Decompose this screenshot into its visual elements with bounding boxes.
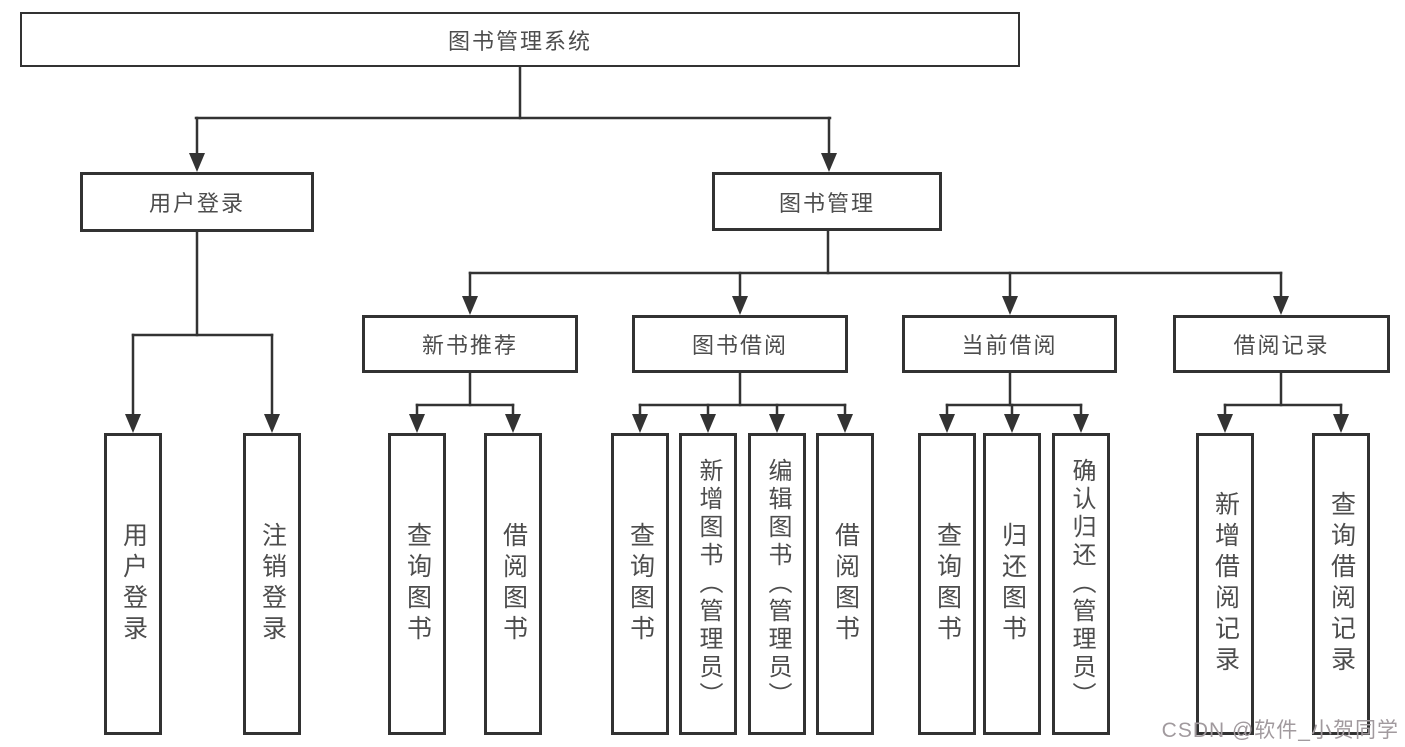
node-label: 注销登录 bbox=[258, 522, 287, 646]
node-label: 归还图书 bbox=[998, 522, 1027, 646]
node-label: 查询图书 bbox=[626, 522, 655, 646]
arrowhead-icon bbox=[1217, 414, 1233, 433]
arrowhead-icon bbox=[837, 414, 853, 433]
node-label: 用户登录 bbox=[119, 522, 148, 646]
arrowhead-icon bbox=[939, 414, 955, 433]
arrowhead-icon bbox=[462, 296, 478, 315]
arrowhead-icon bbox=[264, 414, 280, 433]
arrowhead-icon bbox=[189, 153, 205, 172]
node-label: 确认归还（管理员） bbox=[1068, 458, 1095, 710]
arrowhead-icon bbox=[1273, 296, 1289, 315]
node-label: 当前借阅 bbox=[961, 333, 1058, 358]
node-borrowing-records: 借阅记录 bbox=[1173, 315, 1390, 373]
node-current-borrowing: 当前借阅 bbox=[902, 315, 1117, 373]
node-label: 查询图书 bbox=[933, 522, 962, 646]
arrowhead-icon bbox=[409, 414, 425, 433]
node-label: 图书管理 bbox=[778, 190, 875, 216]
node-book-borrowing: 图书借阅 bbox=[632, 315, 848, 373]
node-label: 图书借阅 bbox=[691, 333, 788, 358]
arrowhead-icon bbox=[505, 414, 521, 433]
leaf-confirm-return-admin: 确认归还（管理员） bbox=[1052, 433, 1110, 735]
leaf-user-login: 用户登录 bbox=[104, 433, 162, 735]
node-label: 新增图书（管理员） bbox=[695, 458, 722, 710]
arrowhead-icon bbox=[1002, 296, 1018, 315]
node-label: 新增借阅记录 bbox=[1211, 491, 1240, 677]
leaf-query-borrow-record: 查询借阅记录 bbox=[1312, 433, 1370, 735]
node-label: 编辑图书（管理员） bbox=[764, 458, 791, 710]
node-label: 借阅记录 bbox=[1233, 333, 1330, 358]
node-book-management-system: 图书管理系统 bbox=[20, 12, 1020, 67]
leaf-logout: 注销登录 bbox=[243, 433, 301, 735]
leaf-query-books-3: 查询图书 bbox=[918, 433, 976, 735]
leaf-return-books: 归还图书 bbox=[983, 433, 1041, 735]
arrowhead-icon bbox=[821, 153, 837, 172]
node-label: 查询图书 bbox=[403, 522, 432, 646]
leaf-add-books-admin: 新增图书（管理员） bbox=[679, 433, 737, 735]
node-user-login: 用户登录 bbox=[80, 172, 314, 232]
node-new-book-recommendation: 新书推荐 bbox=[362, 315, 578, 373]
arrowhead-icon bbox=[632, 414, 648, 433]
arrowhead-icon bbox=[1004, 414, 1020, 433]
arrowhead-icon bbox=[769, 414, 785, 433]
leaf-add-borrow-record: 新增借阅记录 bbox=[1196, 433, 1254, 735]
arrowhead-icon bbox=[1073, 414, 1089, 433]
node-book-management: 图书管理 bbox=[712, 172, 942, 231]
node-label: 图书管理系统 bbox=[447, 28, 592, 54]
arrowhead-icon bbox=[732, 296, 748, 315]
node-label: 借阅图书 bbox=[831, 522, 860, 646]
csdn-watermark: CSDN @软件_小贺同学 bbox=[1161, 719, 1399, 742]
leaf-borrow-books-2: 借阅图书 bbox=[816, 433, 874, 735]
leaf-query-books-1: 查询图书 bbox=[388, 433, 446, 735]
arrowhead-icon bbox=[700, 414, 716, 433]
leaf-borrow-books-1: 借阅图书 bbox=[484, 433, 542, 735]
leaf-edit-books-admin: 编辑图书（管理员） bbox=[748, 433, 806, 735]
node-label: 新书推荐 bbox=[421, 333, 518, 358]
arrowhead-icon bbox=[1333, 414, 1349, 433]
node-label: 用户登录 bbox=[148, 191, 245, 216]
node-label: 借阅图书 bbox=[499, 522, 528, 646]
node-label: 查询借阅记录 bbox=[1327, 491, 1356, 677]
leaf-query-books-2: 查询图书 bbox=[611, 433, 669, 735]
arrowhead-icon bbox=[125, 414, 141, 433]
